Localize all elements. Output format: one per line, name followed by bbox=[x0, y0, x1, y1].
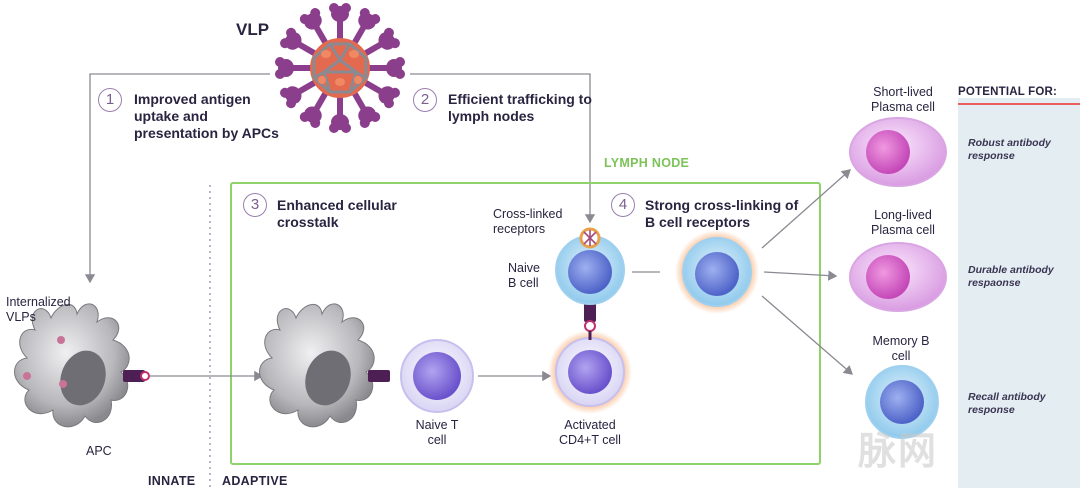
potential-durable-response: Durable antibody respaonse bbox=[968, 264, 1054, 289]
naive-t-cell-label: Naive T cell bbox=[415, 418, 459, 447]
memory-b-cell-label: Memory B cell bbox=[872, 334, 930, 363]
potential-recall-response: Recall antibody response bbox=[968, 391, 1046, 416]
vlp-label: VLP bbox=[236, 20, 270, 39]
long-lived-plasma-cell-label: Long-lived Plasma cell bbox=[871, 208, 935, 237]
step-1-number: 1 bbox=[98, 88, 122, 112]
differentiation-arrows bbox=[761, 169, 853, 375]
lymph-node-label: LYMPH NODE bbox=[604, 156, 690, 170]
cross-linked-receptors-label: Cross-linked receptors bbox=[493, 207, 563, 236]
naive-b-cell-icon bbox=[555, 227, 625, 305]
activated-cd4-t-cell-icon bbox=[548, 330, 632, 414]
watermark: 脉网 bbox=[858, 431, 939, 473]
short-lived-plasma-cell-icon bbox=[849, 117, 947, 187]
b-t-receptor-link-icon bbox=[584, 302, 596, 340]
lymph-node-box bbox=[230, 182, 821, 465]
long-lived-plasma-cell-icon bbox=[849, 242, 947, 312]
internalized-vlps-label: Internalized VLPs bbox=[6, 295, 71, 324]
adaptive-label: ADAPTIVE bbox=[222, 474, 288, 488]
activated-cd4-t-cell-label: Activated CD4+T cell bbox=[559, 418, 621, 447]
potential-robust-response: Robust antibody response bbox=[968, 137, 1051, 162]
short-lived-plasma-cell-label: Short-lived Plasma cell bbox=[871, 85, 935, 114]
step-4-title: Strong cross-linking of B cell receptors bbox=[645, 197, 799, 230]
step-3-title: Enhanced cellular crosstalk bbox=[277, 197, 397, 230]
step-4-number: 4 bbox=[611, 193, 635, 217]
vlp-connector-lines bbox=[84, 73, 596, 284]
apc-label: APC bbox=[86, 444, 112, 458]
step-2-title: Efficient trafficking to lymph nodes bbox=[448, 91, 592, 124]
vlp-particle-icon bbox=[275, 3, 405, 133]
apc-cell-lymph-icon bbox=[259, 303, 390, 428]
potential-for-title: POTENTIAL FOR: bbox=[958, 86, 1058, 98]
potential-for-underline bbox=[958, 103, 1080, 105]
naive-b-cell-label: Naive B cell bbox=[508, 261, 540, 290]
potential-panel bbox=[958, 98, 1080, 488]
memory-b-cell-icon bbox=[865, 365, 939, 439]
step-3-number: 3 bbox=[243, 193, 267, 217]
innate-label: INNATE bbox=[148, 474, 196, 488]
apc-cell-left-icon bbox=[14, 303, 150, 428]
activated-b-cell-icon bbox=[675, 230, 759, 314]
naive-t-cell-icon bbox=[400, 339, 474, 413]
step-2-number: 2 bbox=[413, 88, 437, 112]
step-1-title: Improved antigen uptake and presentation… bbox=[134, 91, 279, 141]
